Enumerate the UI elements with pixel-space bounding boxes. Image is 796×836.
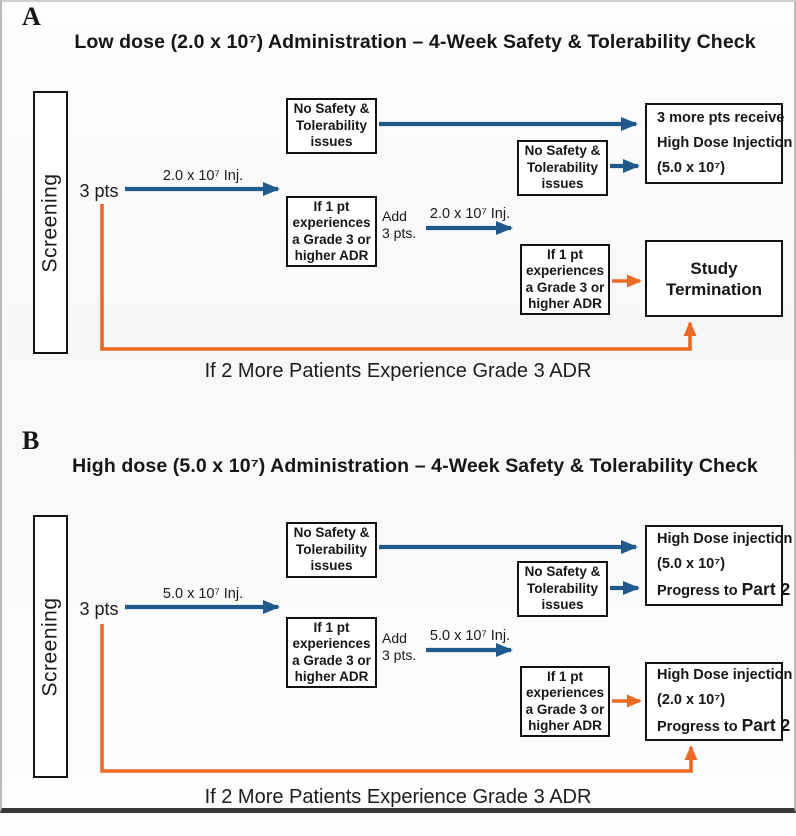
injection-arrow-1-label: 5.0 x 10⁷ Inj. [162,586,244,602]
adr-box-1: If 1 pt experiences a Grade 3 or higher … [286,196,377,267]
no-safety-box-1: No Safety & Tolerability issues [286,522,377,578]
start-patients-label: 3 pts [79,181,119,201]
panel-letter: B [22,426,40,455]
part2-label: Part 2 [741,579,791,599]
outcome-top-box: 3 more pts receive High Dose Injection (… [645,103,792,184]
escape-path [100,204,697,351]
adr-box-2: If 1 pt experiences a Grade 3 or higher … [520,244,610,315]
screening-label: Screening [38,596,62,697]
screening-label: Screening [38,172,62,273]
adr-box-2: If 1 pt experiences a Grade 3 or higher … [520,666,610,737]
part2-label: Part 2 [741,715,791,735]
escape-path [100,624,698,773]
adr-box-1: If 1 pt experiences a Grade 3 or higher … [286,617,377,688]
screening-box: Screening [33,515,68,778]
study-termination-box: Study Termination [645,240,783,317]
injection-arrow-1-label: 2.0 x 10⁷ Inj. [162,168,244,184]
start-patients-label: 3 pts [79,599,119,619]
panel-letter: A [22,2,41,31]
outcome-top-box: High Dose injection (5.0 x 10⁷) Progress… [645,525,792,606]
panel-title: Low dose (2.0 x 10⁷) Administration – 4-… [74,31,756,53]
panel-a: A Low dose (2.0 x 10⁷) Administration – … [0,0,796,412]
no-safety-box-2: No Safety & Tolerability issues [517,140,608,196]
injection-arrow-2-label: 2.0 x 10⁷ Inj. [429,206,511,222]
panel-b: B High dose (5.0 x 10⁷) Administration –… [0,424,796,836]
panel-b-flow-arrows [100,540,698,773]
injection-arrow-2-label: 5.0 x 10⁷ Inj. [429,628,511,644]
panel-title: High dose (5.0 x 10⁷) Administration – 4… [72,455,758,477]
no-safety-box-2: No Safety & Tolerability issues [517,561,608,617]
add-patients-label: Add 3 pts. [382,208,417,241]
escape-caption: If 2 More Patients Experience Grade 3 AD… [204,360,592,382]
escape-caption: If 2 More Patients Experience Grade 3 AD… [204,786,592,808]
panel-a-flow-arrows [100,117,697,351]
add-patients-label: Add 3 pts. [382,630,417,663]
outcome-bottom-box: High Dose injection (2.0 x 10⁷) Progress… [645,662,792,741]
no-safety-box-1: No Safety & Tolerability issues [286,98,377,154]
screening-box: Screening [33,91,68,354]
